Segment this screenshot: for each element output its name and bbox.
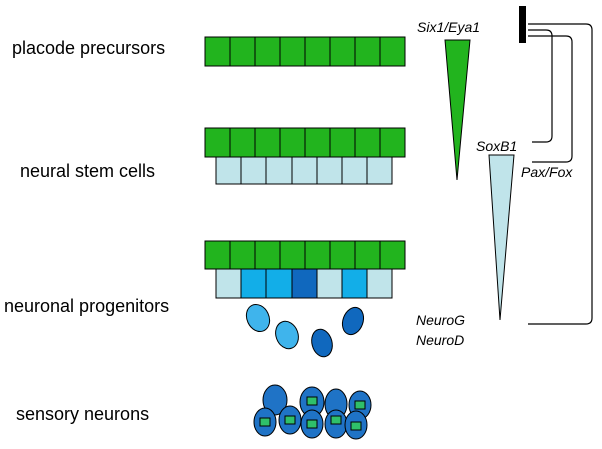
neuron-marker (350, 421, 362, 431)
progenitor-blue-row (215, 268, 393, 299)
bracket-pax-fox (528, 35, 573, 163)
neural-stem-cells (204, 127, 406, 185)
gene-neurog: NeuroG (416, 312, 465, 328)
bracket-soxb1 (528, 29, 553, 143)
gene-pax-fox: Pax/Fox (521, 164, 573, 180)
sensory-neuron-cluster (253, 384, 372, 440)
delaminating-cell (275, 320, 299, 350)
placode-cell-dividers (229, 37, 381, 66)
neuron-marker (284, 415, 296, 425)
six1-eya1-gradient (444, 39, 471, 181)
label-sensory-neurons: sensory neurons (16, 404, 149, 424)
gene-soxb1: SoxB1 (476, 138, 517, 154)
neuron-marker (354, 400, 366, 410)
regulatory-brackets (528, 23, 593, 325)
gene-six1-eya1: Six1/Eya1 (417, 19, 480, 35)
neuron-marker (330, 415, 342, 425)
regulation-bar (519, 6, 526, 43)
neuron-marker (306, 419, 318, 429)
label-neural-stem-cells: neural stem cells (20, 161, 155, 181)
delaminating-cell (311, 328, 333, 358)
neuron-marker (306, 396, 318, 406)
bracket-neurog (528, 23, 593, 325)
label-placode-precursors: placode precursors (12, 38, 165, 58)
neuron-marker (259, 417, 271, 427)
stem-blue-row (215, 156, 393, 185)
neuronal-progenitor-cells (204, 240, 406, 358)
soxb1-gradient (488, 154, 515, 321)
delaminating-cell (341, 306, 365, 336)
delaminating-cell (245, 303, 271, 333)
gene-neurod: NeuroD (416, 332, 464, 348)
label-neuronal-progenitors: neuronal progenitors (4, 296, 169, 316)
placode-precursor-cells (204, 36, 406, 67)
